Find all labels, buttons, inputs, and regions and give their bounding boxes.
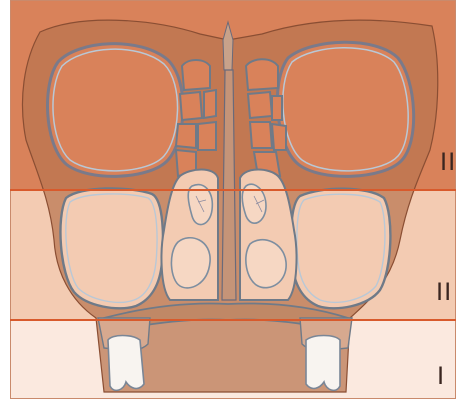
right-inferior-turbinate (246, 240, 286, 288)
right-maxillary-sinus (291, 189, 390, 309)
zone-label-2: II (436, 278, 452, 306)
zone-label-1: I (437, 362, 445, 390)
left-molar (108, 336, 144, 391)
zone-label-3: III (440, 148, 456, 176)
left-maxillary-sinus (60, 188, 163, 308)
right-molar (306, 336, 340, 391)
nasal-septum (222, 70, 236, 300)
